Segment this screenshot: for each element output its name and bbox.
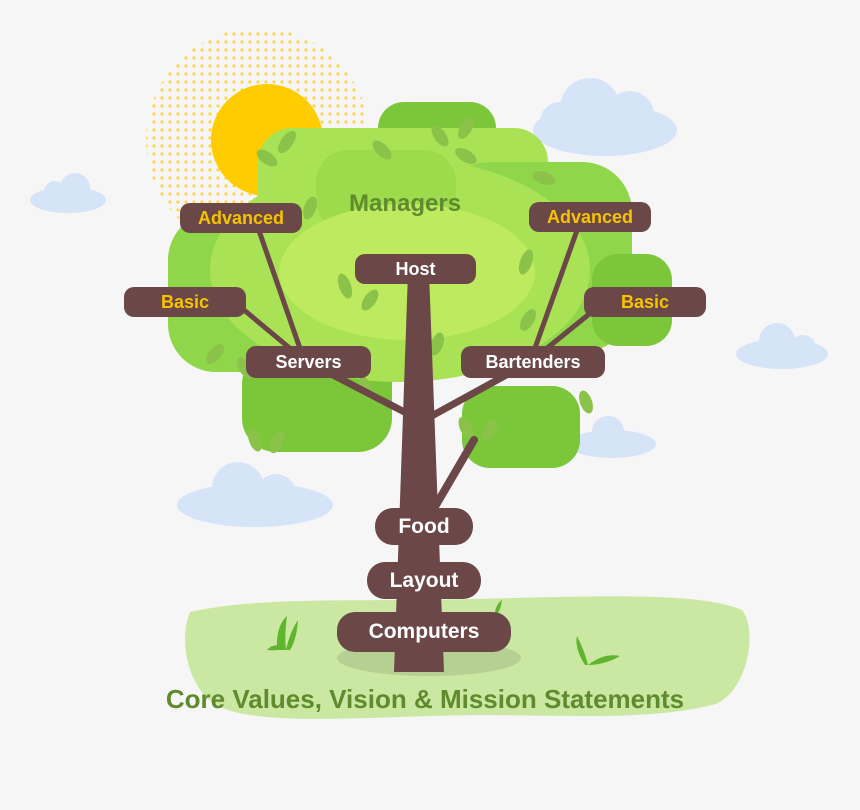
cloud-icon [736,323,828,369]
cloud-icon [568,416,656,458]
servers-advanced-label: Advanced [180,203,302,233]
bartenders-basic-label: Basic [584,287,706,317]
root-label: Core Values, Vision & Mission Statements [165,684,685,714]
bartenders-advanced-label: Advanced [529,202,651,232]
leaf-icon [206,117,593,454]
grass-icon [267,616,298,651]
servers-basic-label: Basic [124,287,246,317]
grass-icon [495,600,502,613]
grass-icon [576,636,620,665]
cloud-icon [533,78,677,156]
trunk-label-computers: Computers [337,612,511,652]
servers-label: Servers [246,346,371,378]
cloud-icon [30,173,106,213]
cloud-icon [177,462,333,527]
host-label: Host [355,254,476,284]
trunk-label-food: Food [375,508,473,545]
trunk-label-layout: Layout [367,562,481,599]
managers-label: Managers [349,190,462,217]
bartenders-label: Bartenders [461,346,605,378]
